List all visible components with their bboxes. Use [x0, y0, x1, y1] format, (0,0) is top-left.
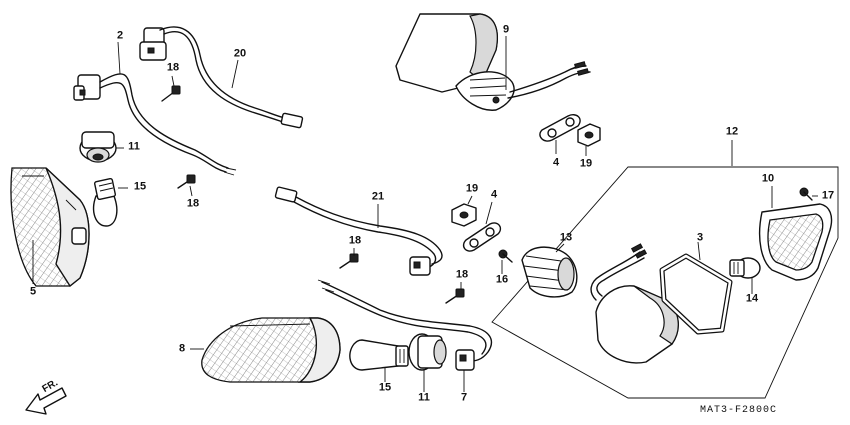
callout-15: 15: [133, 180, 147, 193]
callout-18: 18: [166, 61, 180, 74]
callout-11: 11: [128, 140, 140, 153]
bulb-15-lower: [349, 339, 409, 371]
callout-16: 16: [495, 273, 509, 286]
screw-17: [799, 187, 813, 201]
bulb-14: [729, 257, 761, 279]
nut-19-middle: [451, 203, 477, 227]
socket-11-lower: [408, 333, 447, 371]
callout-15: 15: [378, 381, 392, 394]
callout-10: 10: [761, 172, 775, 185]
nut-19-upper: [577, 123, 601, 147]
callout-4: 4: [490, 188, 498, 201]
screw-18-c: [339, 253, 359, 269]
callout-19: 19: [465, 182, 479, 195]
screw-16: [498, 249, 513, 263]
callout-8: 8: [178, 342, 186, 355]
callout-11: 11: [418, 391, 430, 404]
callout-18: 18: [186, 197, 200, 210]
callout-17: 17: [821, 189, 835, 202]
screw-18-a: [161, 85, 181, 102]
harness-20: [139, 26, 304, 129]
diagram-code: MAT3-F2800C: [700, 405, 778, 416]
rear-turn-signal-9: [395, 13, 591, 111]
screw-18-b: [177, 174, 196, 189]
gasket-4-upper: [539, 114, 581, 142]
screw-18-d: [445, 288, 465, 304]
callout-21: 21: [371, 190, 385, 203]
leader-lines: [32, 36, 818, 392]
rubber-boot-13: [521, 246, 578, 298]
bulb-15-upper: [92, 177, 118, 227]
gasket-3: [659, 253, 733, 335]
callout-2: 2: [116, 29, 124, 42]
gasket-4-middle: [462, 222, 502, 252]
callout-18: 18: [348, 234, 362, 247]
callout-13: 13: [559, 231, 573, 244]
assembly-outline-box: [491, 166, 839, 399]
callout-4: 4: [552, 156, 560, 169]
front-direction-arrow-icon: [25, 387, 67, 415]
front-turn-signal-8: [201, 317, 341, 383]
harness-21: [274, 186, 443, 276]
callout-20: 20: [233, 47, 247, 60]
front-turn-signal-5: [10, 167, 90, 288]
callout-7: 7: [460, 391, 468, 404]
callout-9: 9: [502, 23, 510, 36]
callout-14: 14: [745, 292, 759, 305]
callout-18: 18: [455, 268, 469, 281]
callout-19: 19: [579, 157, 593, 170]
harness-7: [317, 279, 493, 371]
lens-10: [758, 203, 833, 281]
sub-harness-2: [73, 73, 237, 176]
socket-11-upper: [79, 131, 117, 163]
rear-turn-signal-body: [590, 243, 679, 364]
callout-5: 5: [29, 285, 37, 298]
callout-3: 3: [696, 231, 704, 244]
callout-12: 12: [725, 125, 739, 138]
